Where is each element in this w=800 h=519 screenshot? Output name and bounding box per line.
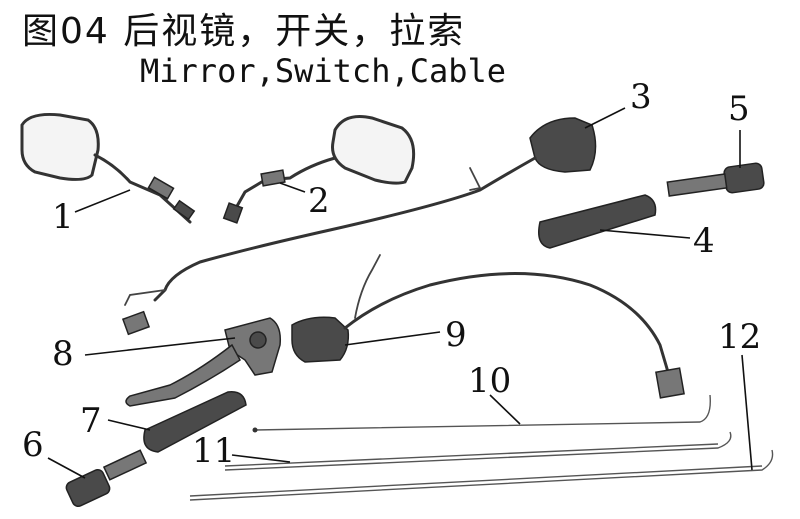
callout-9: 9 xyxy=(445,315,467,355)
leader-line-6 xyxy=(47,457,86,479)
callout-5: 5 xyxy=(728,89,750,129)
left-bar-end-part xyxy=(65,449,148,508)
left-grip-part xyxy=(143,391,247,453)
cable-10-part xyxy=(252,394,711,433)
leader-line-12 xyxy=(741,354,753,471)
diagram-title-zh: 图04 后视镜，开关，拉索 xyxy=(22,11,466,52)
leader-line-1 xyxy=(74,189,131,213)
leader-line-9 xyxy=(344,331,441,346)
clutch-lever-part xyxy=(125,317,282,407)
right-bar-end-part xyxy=(666,162,765,197)
callout-2: 2 xyxy=(308,181,330,221)
leader-line-10 xyxy=(489,394,521,425)
left-switch-part xyxy=(291,254,685,399)
right-switch-part xyxy=(121,117,597,336)
callout-7: 7 xyxy=(80,401,102,441)
right-mirror-part xyxy=(222,115,416,224)
left-mirror-part xyxy=(20,113,196,224)
callout-6: 6 xyxy=(22,425,44,465)
diagram-title-en: Mirror,Switch,Cable xyxy=(140,52,507,90)
callout-8: 8 xyxy=(52,334,74,374)
callout-10: 10 xyxy=(468,361,511,401)
leader-line-11 xyxy=(231,454,291,463)
leader-line-8 xyxy=(84,337,236,356)
cable-11-part xyxy=(224,431,732,471)
throttle-grip-part xyxy=(538,194,657,249)
cable-12-part xyxy=(189,449,774,501)
leader-line-2 xyxy=(279,182,306,193)
callout-3: 3 xyxy=(630,77,652,117)
callout-4: 4 xyxy=(693,221,715,261)
leader-line-4 xyxy=(599,229,691,239)
leader-line-7 xyxy=(107,419,151,431)
callout-12: 12 xyxy=(718,317,761,357)
callout-11: 11 xyxy=(192,431,235,471)
callout-1: 1 xyxy=(52,197,74,237)
leader-line-3 xyxy=(584,107,626,129)
